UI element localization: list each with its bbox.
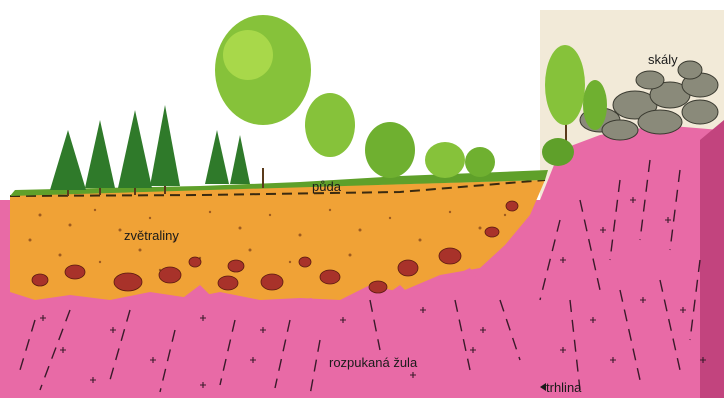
label-rocks: skály [648, 52, 678, 67]
granite-side-face [700, 120, 724, 398]
label-granite: rozpukaná žula [329, 355, 418, 370]
label-weathered: zvětraliny [124, 228, 179, 243]
label-soil: půda [312, 179, 342, 194]
conifer-trees [50, 105, 250, 190]
label-crack: trhlina [546, 380, 582, 395]
